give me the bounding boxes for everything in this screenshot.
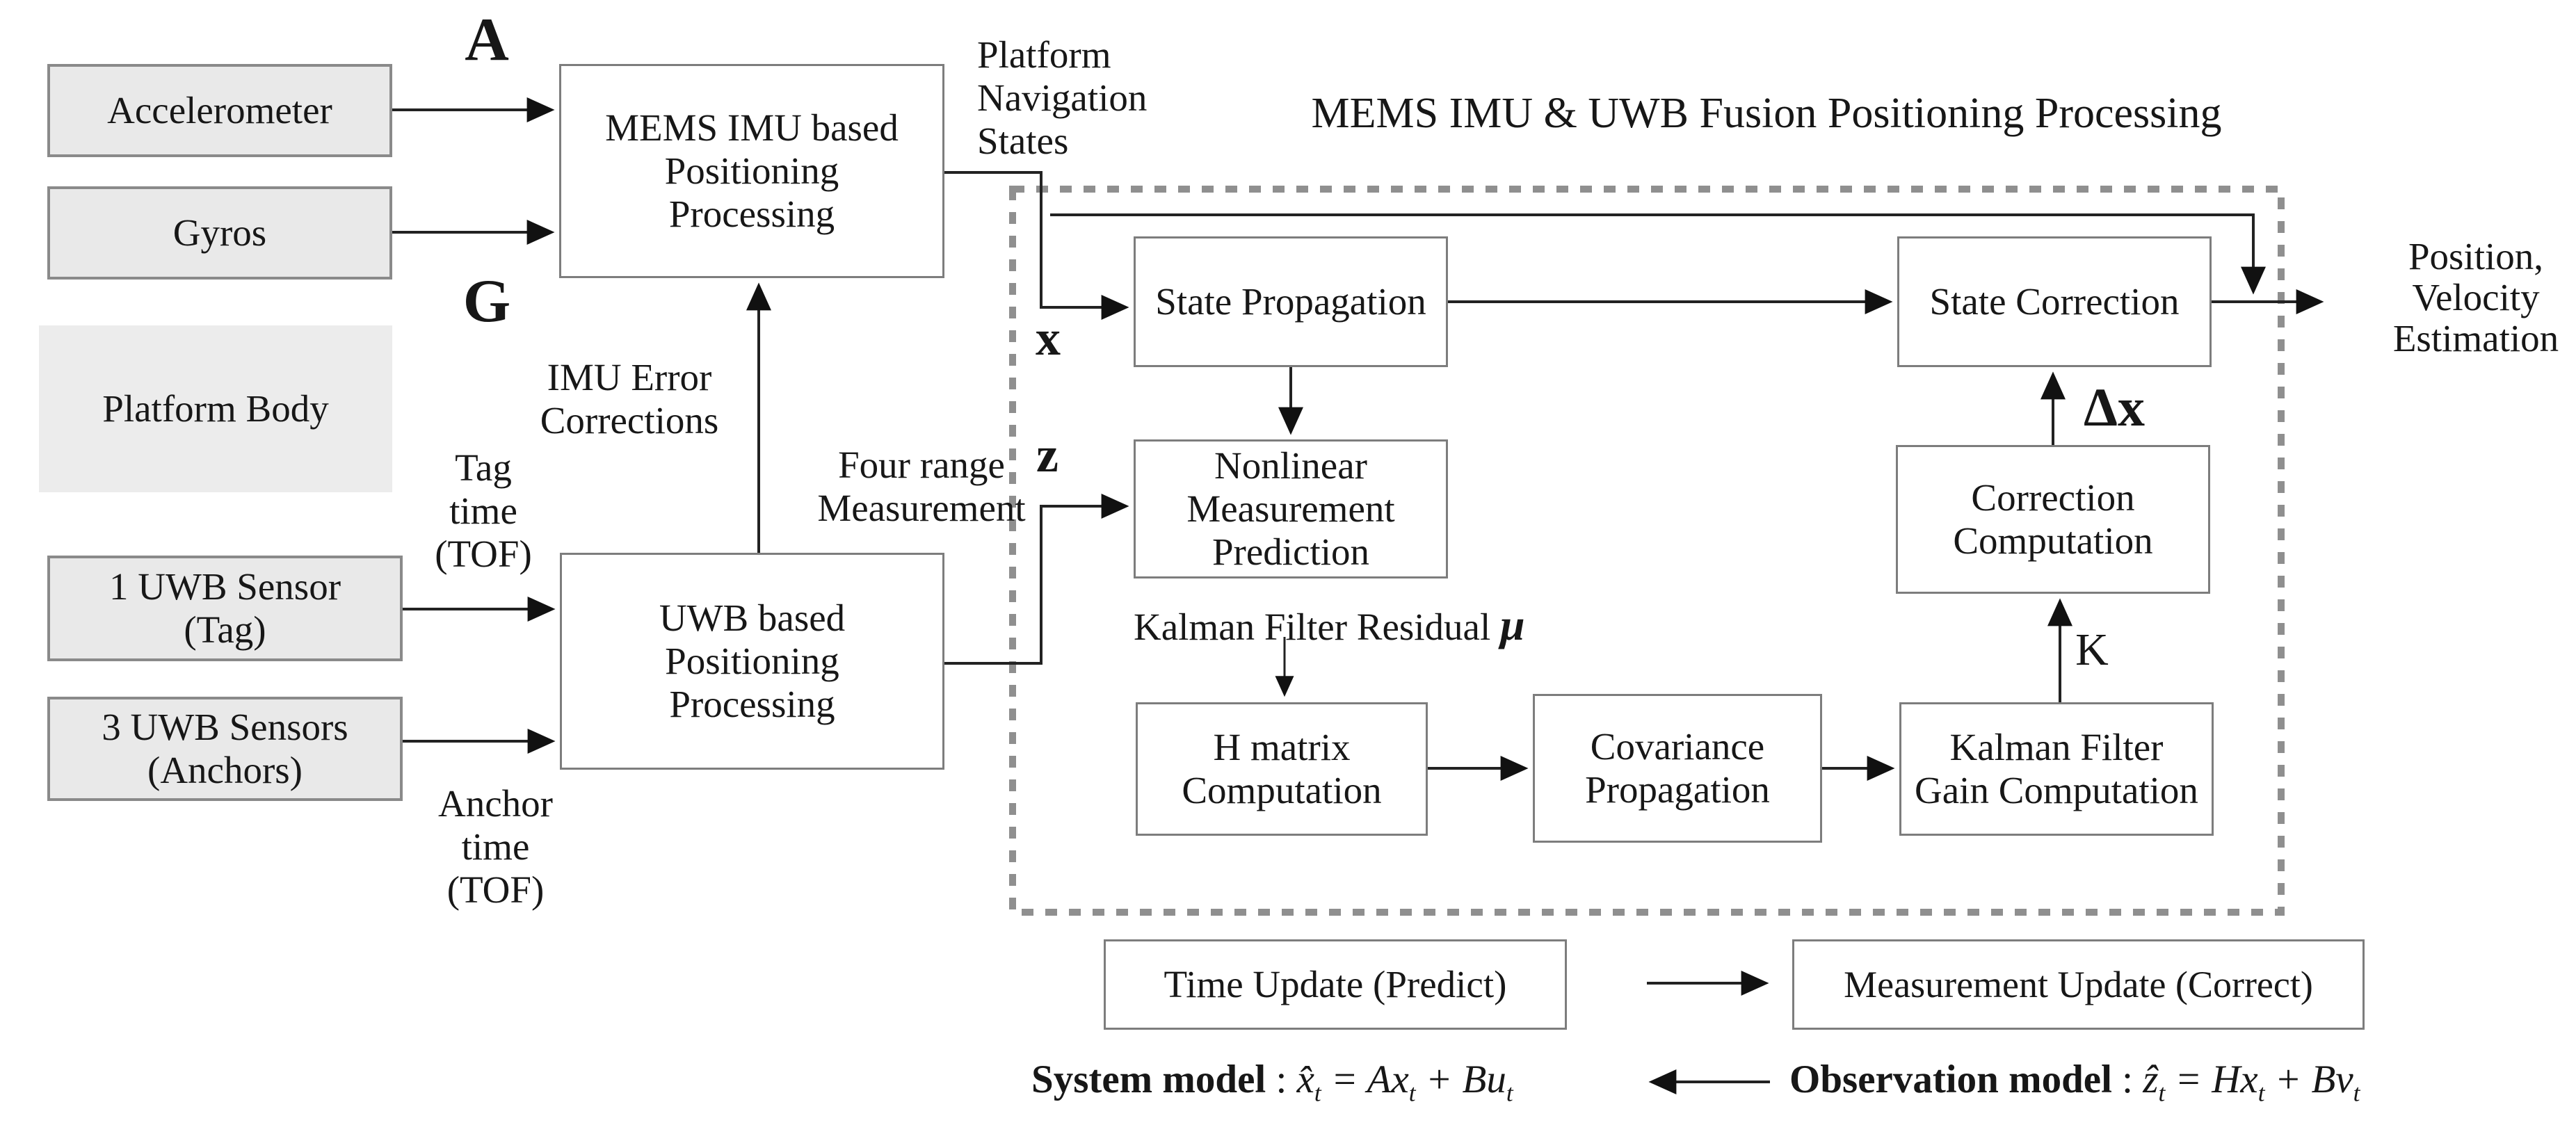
- platform-body-label: Platform Body: [102, 387, 329, 430]
- kalman-gain-computation-label: Kalman Filter Gain Computation: [1915, 726, 2198, 811]
- correction-computation-box: Correction Computation: [1896, 445, 2210, 594]
- system-model-m2: = Ax: [1321, 1058, 1409, 1101]
- observation-model-label: Observation model: [1789, 1058, 2112, 1101]
- arrow-z-into-nonlinear: [944, 494, 1129, 665]
- covariance-propagation-label: Covariance Propagation: [1585, 725, 1770, 811]
- observation-model-m2: = Hx: [2165, 1058, 2258, 1101]
- h-matrix-computation-box: H matrix Computation: [1136, 702, 1428, 836]
- observation-model-formula: Observation model : ẑt = Hxt + Bvt: [1789, 1058, 2360, 1115]
- uwb-anchors-label: 3 UWB Sensors (Anchors): [102, 706, 348, 791]
- system-model-m3: + Bu: [1415, 1058, 1506, 1101]
- legend-time-update-box: Time Update (Predict): [1104, 939, 1567, 1030]
- anchor-time-label: Anchor time (TOF): [438, 782, 553, 911]
- kalman-residual-text: Kalman Filter Residual: [1134, 606, 1500, 648]
- signal-delta-x-label: Δx: [2084, 377, 2145, 437]
- gyros-box: Gyros: [47, 186, 392, 280]
- uwb-processing-label: UWB based Positioning Processing: [659, 597, 846, 725]
- state-propagation-box: State Propagation: [1134, 236, 1448, 367]
- accelerometer-label: Accelerometer: [107, 89, 332, 131]
- system-model-formula: System model : x̂t = Axt + But: [1031, 1058, 1513, 1115]
- correction-computation-label: Correction Computation: [1953, 476, 2153, 562]
- observation-model-m3: + Bv: [2264, 1058, 2353, 1101]
- signal-x-label: x: [1036, 310, 1061, 366]
- h-matrix-computation-label: H matrix Computation: [1182, 726, 1382, 811]
- nonlinear-measurement-prediction-box: Nonlinear Measurement Prediction: [1134, 439, 1448, 578]
- system-model-s1: t: [1314, 1079, 1321, 1107]
- observation-model-s1: t: [2158, 1079, 2166, 1107]
- mems-processing-box: MEMS IMU based Positioning Processing: [559, 64, 944, 278]
- legend-measurement-update-label: Measurement Update (Correct): [1844, 964, 2313, 1005]
- uwb-tag-box: 1 UWB Sensor (Tag): [47, 556, 403, 661]
- platform-body-box: Platform Body: [39, 325, 392, 492]
- nonlinear-measurement-prediction-label: Nonlinear Measurement Prediction: [1186, 444, 1395, 573]
- covariance-propagation-box: Covariance Propagation: [1533, 694, 1822, 843]
- uwb-anchors-box: 3 UWB Sensors (Anchors): [47, 697, 403, 801]
- mu-symbol: μ: [1500, 600, 1525, 649]
- gyros-label: Gyros: [172, 211, 267, 254]
- platform-nav-states-label: Platform Navigation States: [977, 33, 1148, 162]
- system-model-s2: t: [1408, 1079, 1416, 1107]
- fusion-title: MEMS IMU & UWB Fusion Positioning Proces…: [1311, 90, 2222, 137]
- fusion-dashed-border: [1009, 186, 2285, 916]
- legend-measurement-update-box: Measurement Update (Correct): [1792, 939, 2365, 1030]
- state-correction-box: State Correction: [1897, 236, 2212, 367]
- uwb-tag-label: 1 UWB Sensor (Tag): [108, 565, 341, 651]
- legend-time-update-label: Time Update (Predict): [1164, 963, 1507, 1005]
- arrow-x-into-state-propagation: [944, 171, 1129, 320]
- signal-g-label: G: [462, 268, 511, 335]
- observation-model-colon: :: [2111, 1058, 2143, 1101]
- arrow-bypass-states-to-output: [1050, 213, 2266, 295]
- state-propagation-label: State Propagation: [1155, 280, 1426, 323]
- tag-time-label: Tag time (TOF): [435, 446, 532, 575]
- accelerometer-box: Accelerometer: [47, 64, 392, 157]
- uwb-processing-box: UWB based Positioning Processing: [560, 553, 944, 770]
- signal-a-label: A: [465, 6, 509, 74]
- system-model-label: System model: [1031, 1058, 1266, 1101]
- observation-model-s2: t: [2257, 1079, 2265, 1107]
- system-model-colon: :: [1266, 1058, 1297, 1101]
- observation-model-m1: ẑ: [2143, 1058, 2159, 1101]
- kalman-residual-label: Kalman Filter Residual μ: [1134, 603, 1525, 649]
- position-velocity-estimation-label: Position, Velocity Estimation: [2392, 235, 2559, 359]
- signal-z-label: z: [1036, 427, 1058, 483]
- signal-k-label: K: [2075, 624, 2109, 675]
- system-model-s3: t: [1506, 1079, 1513, 1107]
- state-correction-label: State Correction: [1929, 280, 2180, 323]
- imu-error-corrections-label: IMU Error Corrections: [540, 356, 719, 442]
- system-model-m1: x̂: [1296, 1058, 1314, 1101]
- kalman-gain-computation-box: Kalman Filter Gain Computation: [1899, 702, 2214, 836]
- mems-processing-label: MEMS IMU based Positioning Processing: [605, 106, 899, 235]
- observation-model-s3: t: [2353, 1079, 2360, 1107]
- four-range-measurement-label: Four range Measurement: [817, 444, 1026, 529]
